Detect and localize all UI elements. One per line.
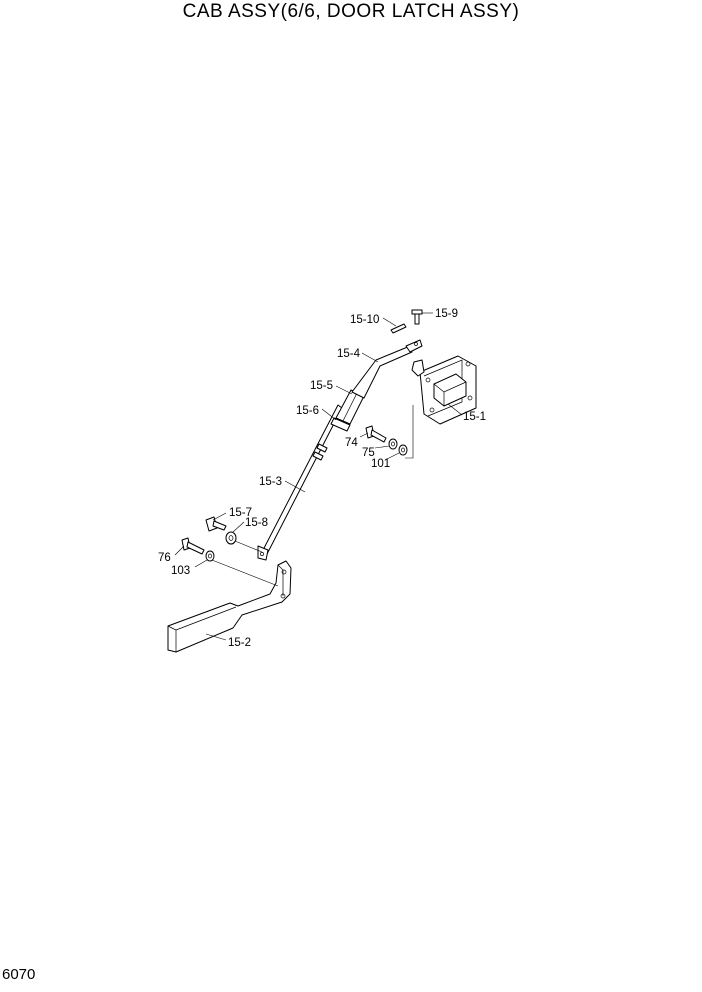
- leader-lines: [174, 312, 463, 641]
- callout-76: 76: [158, 552, 171, 564]
- callout-15-5: 15-5: [310, 380, 333, 392]
- part-75-washer: [388, 438, 398, 450]
- part-15-9-pin: [411, 309, 423, 325]
- part-15-2-handle: [167, 560, 292, 653]
- part-15-1-latch: [411, 355, 477, 425]
- callout-103: 103: [171, 565, 190, 577]
- callout-15-6: 15-6: [296, 405, 319, 417]
- diagram-title: CAB ASSY(6/6, DOOR LATCH ASSY): [182, 1, 520, 22]
- part-101-washer: [398, 444, 408, 456]
- part-15-3-rod: [257, 404, 343, 561]
- part-76-bolt: [181, 537, 205, 555]
- callout-15-10: 15-10: [350, 314, 379, 326]
- part-15-7-bolt: [205, 516, 227, 532]
- callout-15-7: 15-7: [229, 507, 252, 519]
- callout-15-9: 15-9: [435, 308, 458, 320]
- part-74-bolt: [365, 425, 387, 443]
- part-15-10-clip: [390, 323, 407, 334]
- part-103-washer: [205, 550, 215, 562]
- callout-74: 74: [345, 437, 358, 449]
- callout-15-1: 15-1: [463, 411, 486, 423]
- part-15-8-washer: [225, 531, 237, 545]
- page-number: 6070: [2, 966, 36, 983]
- callout-15-8: 15-8: [245, 517, 268, 529]
- part-15-6-collar: [330, 417, 351, 432]
- callout-75: 75: [362, 447, 375, 459]
- callout-15-3: 15-3: [259, 476, 282, 488]
- callout-15-4: 15-4: [337, 348, 361, 360]
- callout-101: 101: [371, 458, 390, 470]
- callout-15-2: 15-2: [228, 637, 251, 649]
- part-15-4-bent-rod: [351, 339, 423, 399]
